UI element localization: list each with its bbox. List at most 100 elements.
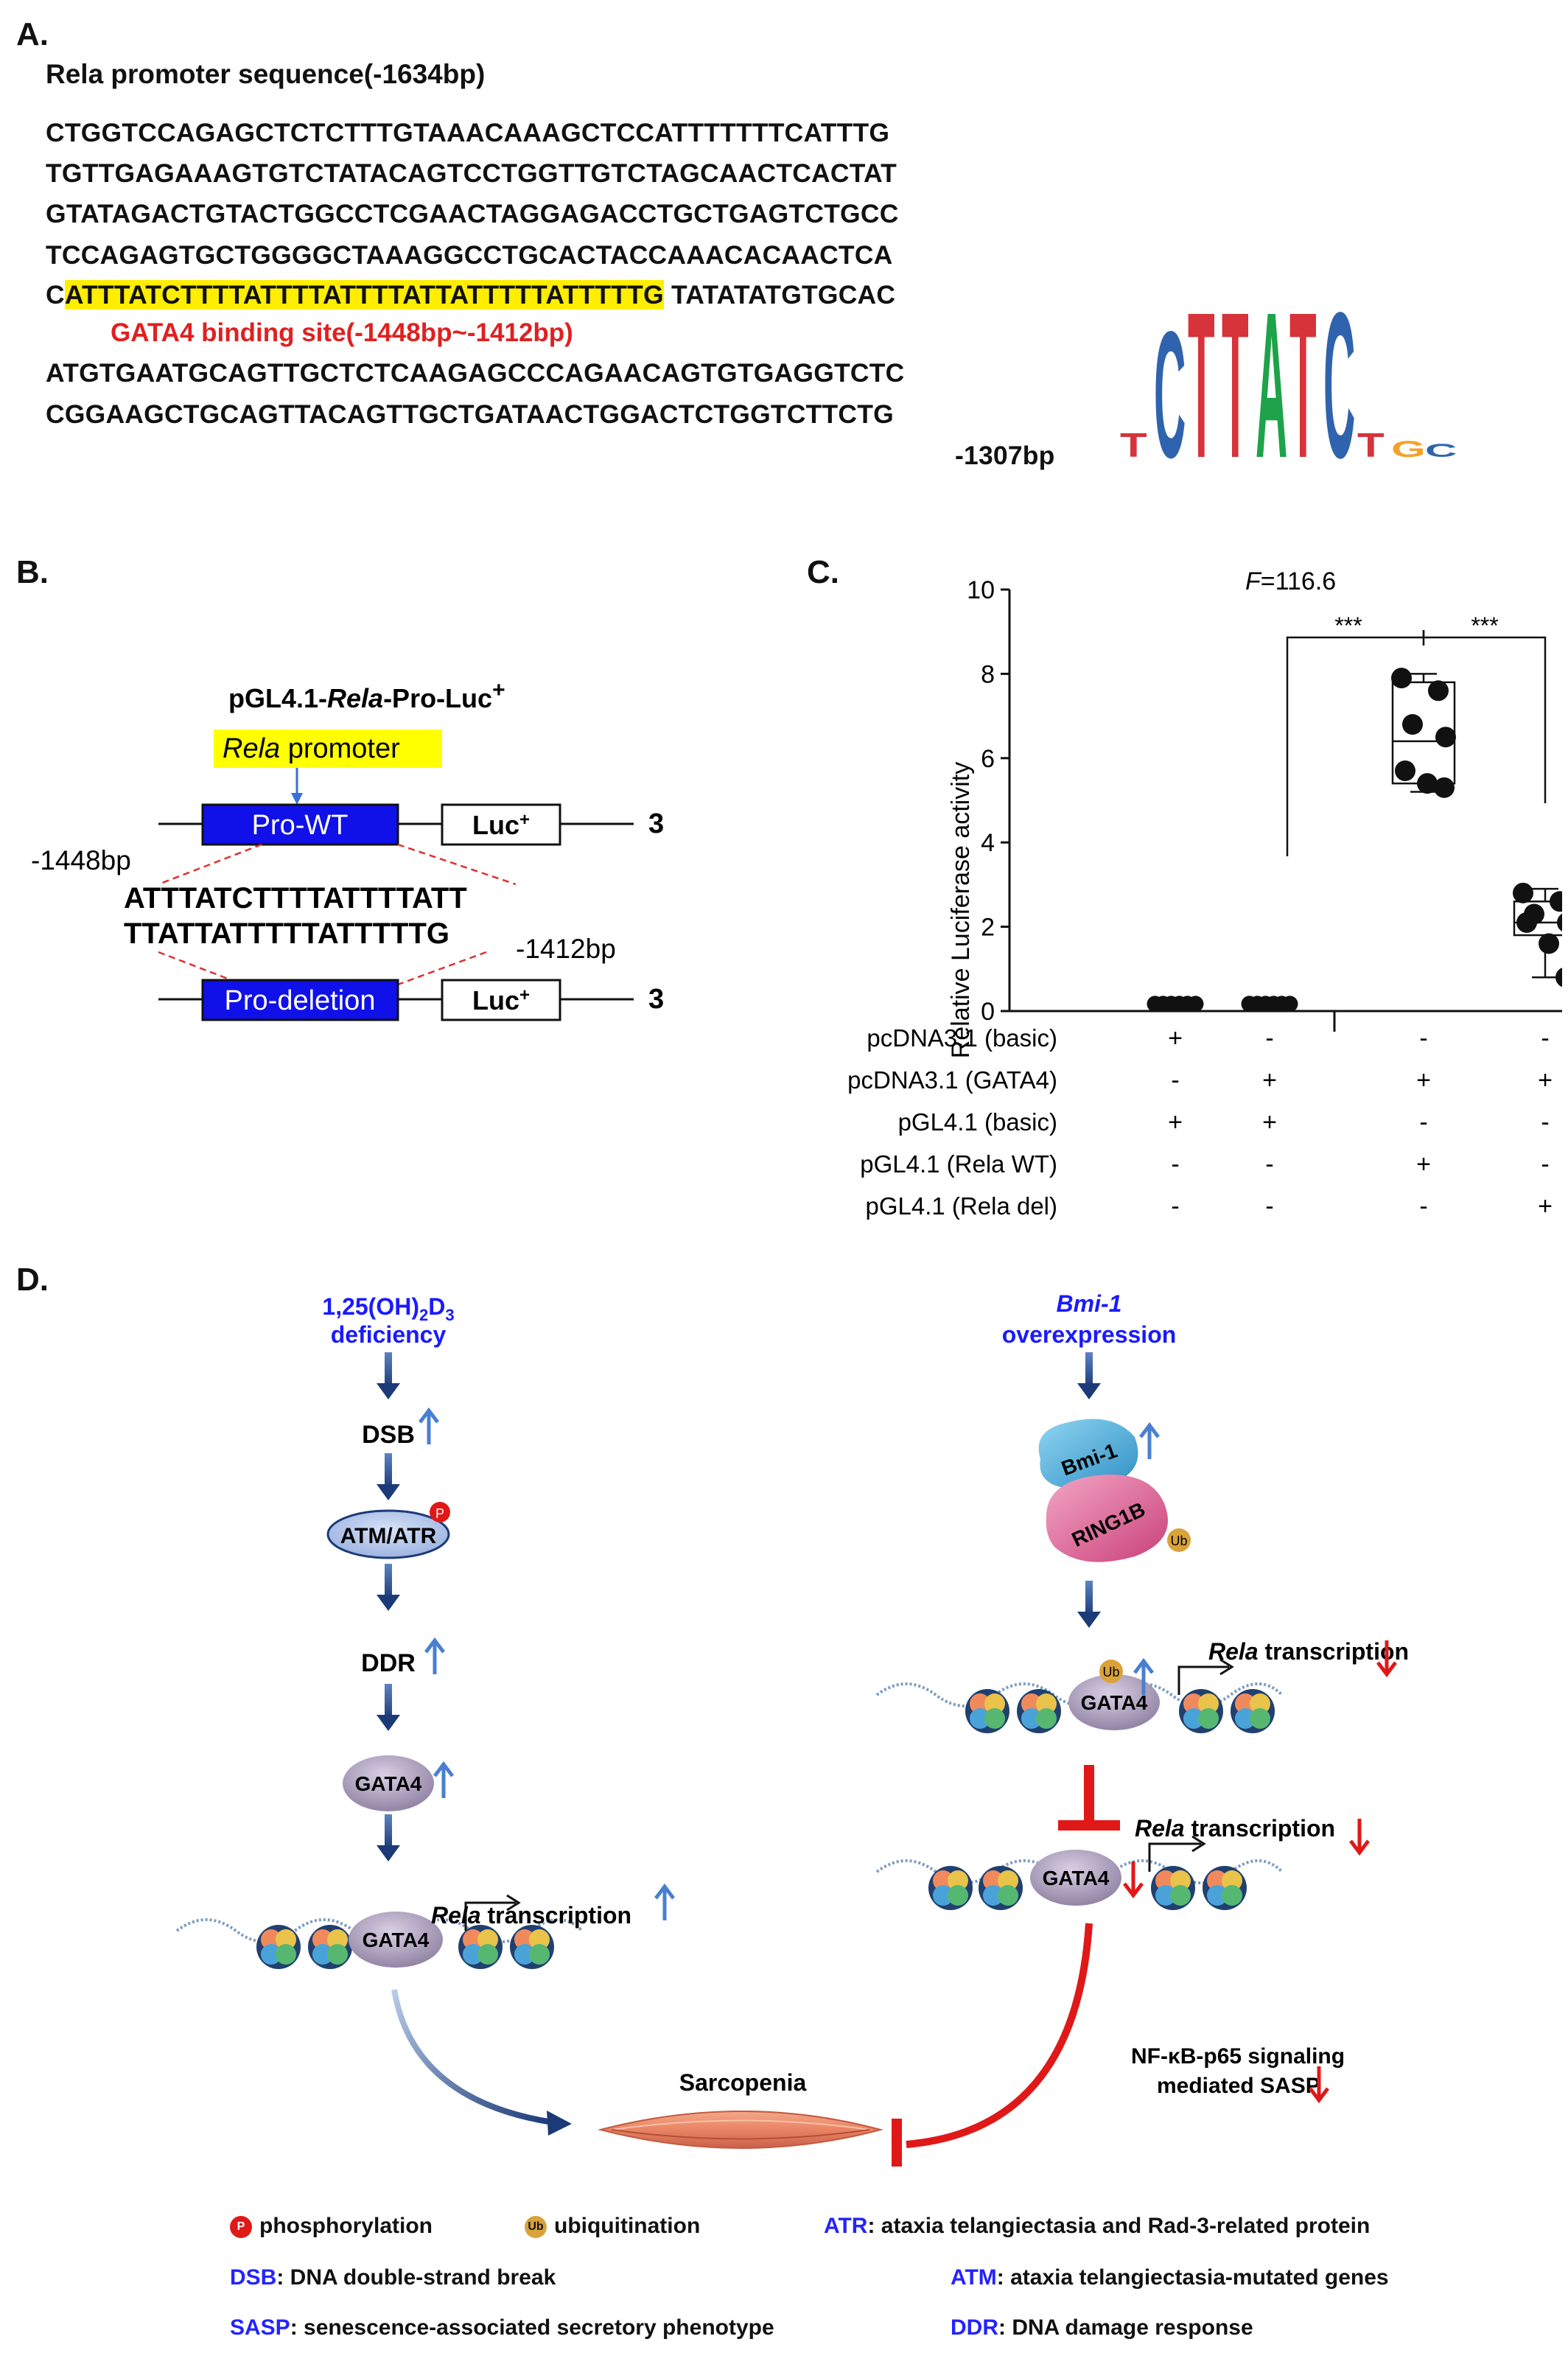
data-point <box>1557 913 1562 932</box>
condition-sign: - <box>1171 1192 1179 1220</box>
rela-transcription-left: Rela transcription <box>431 1902 631 1929</box>
sig-wt-vs-del: *** <box>1471 612 1498 639</box>
condition-sign: - <box>1265 1150 1273 1178</box>
construct-title: pGL4.1-Rela-Pro-Luc+ <box>228 678 505 713</box>
logo-letter-t: T <box>1289 284 1317 475</box>
row-label-4: pGL4.1 (Rela WT) <box>860 1150 1057 1178</box>
seq-line-1: CTGGTCCAGAGCTCTCTTTGTAAACAAAGCTCCATTTTTT… <box>46 118 890 147</box>
dsb-up-arrow <box>420 1410 438 1444</box>
panel-a-letter: A. <box>16 16 49 52</box>
to-sarcopenia-arrow <box>547 2111 572 2136</box>
nfkb-label-2: mediated SASP <box>1157 2074 1320 2098</box>
gata4-chromatin-right-1 <box>1068 1674 1160 1730</box>
promoter-label: Rela promoter <box>223 733 400 764</box>
ring1b-protein <box>1046 1475 1168 1562</box>
panel-b-letter: B. <box>16 554 49 590</box>
atm-atr-node <box>326 1509 450 1559</box>
data-point <box>1428 680 1449 702</box>
data-point <box>1391 668 1412 689</box>
logo-letter-a: A <box>1256 284 1287 475</box>
condition-sign: - <box>1541 1108 1549 1136</box>
svg-text:GATA4: GATA4 <box>355 1772 422 1795</box>
svg-text:GATA4: GATA4 <box>1081 1691 1148 1714</box>
gata4-node-left <box>343 1755 434 1811</box>
legend-atr: ATR: ataxia telangiectasia and Rad-3-rel… <box>824 2214 1371 2238</box>
overexpression-label: overexpression <box>1002 1321 1177 1348</box>
row-label-1: pcDNA3.1 (basic) <box>867 1024 1057 1052</box>
seq-end-label: -1307bp <box>955 441 1055 470</box>
data-point <box>1550 891 1562 912</box>
legend-ddr: DDR: DNA damage response <box>951 2315 1253 2340</box>
logo-letter-t: T <box>1120 426 1147 464</box>
pro-wt-box <box>201 803 399 846</box>
nfkb-label-1: NF-κB-p65 signaling <box>1131 2044 1345 2069</box>
bmi1-up-arrow <box>1141 1425 1158 1459</box>
svg-text:P: P <box>435 1506 444 1521</box>
deleted-seq-2: TTATTATTTTTATTTTTG <box>124 917 449 950</box>
data-point <box>1516 912 1537 933</box>
vitd-deficiency-label: 1,25(OH)2D3 <box>322 1293 454 1324</box>
panel-a-title: Rela promoter sequence(-1634bp) <box>46 59 486 89</box>
y-tick-label: 10 <box>967 576 995 604</box>
luc-label-wt: Luc+ <box>472 810 530 840</box>
promoter-label-bg <box>214 730 442 768</box>
condition-sign: + <box>1262 1108 1277 1136</box>
svg-text:GATA4: GATA4 <box>1043 1867 1110 1889</box>
rela-transcription-right-1: Rela transcription <box>1208 1638 1409 1665</box>
phospho-legend-icon: P <box>230 2216 252 2239</box>
condition-sign: + <box>1538 1066 1553 1094</box>
row-label-3: pGL4.1 (basic) <box>898 1108 1057 1136</box>
atm-atr-label: ATM/ATR <box>340 1524 437 1548</box>
logo-letter-c: C <box>1323 284 1355 475</box>
mechanism-diagram: 1,25(OH)2D3 deficiency DSB ATM/ATR P DDR… <box>175 1290 1409 2167</box>
sig-wt-vs-basic: *** <box>1334 612 1362 639</box>
pro-deletion-label: Pro-deletion <box>225 985 376 1016</box>
data-point <box>1395 760 1415 781</box>
rela-up-arrow <box>656 1887 673 1920</box>
condition-sign: + <box>1168 1108 1183 1136</box>
panel-d-letter: D. <box>16 1262 49 1298</box>
pro-wt-label: Pro-WT <box>252 810 349 841</box>
logo-letter-c: C <box>1425 440 1457 461</box>
condition-sign: + <box>1416 1150 1431 1178</box>
sarcopenia-label: Sarcopenia <box>679 2069 807 2096</box>
legend-dsb: DSB: DNA double-strand break <box>230 2265 556 2290</box>
inhibition-bar <box>1058 1820 1120 1831</box>
construct-diagram: pGL4.1-Rela-Pro-Luc+ Rela promoter Pro-W… <box>31 678 663 1021</box>
y-axis-label: Relative Luciferase activity <box>947 762 975 1059</box>
seq-line-5-prefix: C <box>46 280 65 310</box>
row-label-2: pcDNA3.1 (GATA4) <box>847 1066 1057 1094</box>
gata4-up-arrow <box>435 1764 452 1798</box>
condition-sign: - <box>1171 1150 1179 1178</box>
binding-site-label: GATA4 binding site(-1448bp~-1412bp) <box>111 318 573 347</box>
logo-letter-t: T <box>1357 426 1385 464</box>
luc-box-wt <box>441 803 561 846</box>
deleted-seq-1: ATTTATCTTTTATTTTATT <box>124 882 467 915</box>
svg-text:Ub: Ub <box>1170 1534 1187 1548</box>
y-tick-label: 8 <box>981 660 995 688</box>
data-point <box>1435 727 1456 748</box>
luc-box-del <box>441 979 561 1021</box>
data-point <box>1417 773 1438 794</box>
condition-sign: + <box>1538 1192 1553 1220</box>
seq-line-5: CATTTATCTTTTATTTTATTTTATTATTTTTATTTTTG T… <box>46 280 895 310</box>
pro-deletion-box <box>201 979 399 1021</box>
gata4-binding-highlight: ATTTATCTTTTATTTTATTTTATTATTTTTATTTTTG <box>64 280 664 310</box>
data-point <box>1434 777 1455 798</box>
legend-atm: ATM: ataxia telangiectasia-mutated genes <box>951 2265 1389 2290</box>
condition-sign: - <box>1419 1108 1427 1136</box>
start-bp-label: -1448bp <box>31 845 131 875</box>
data-point <box>1187 996 1204 1013</box>
ub-legend-icon: Ub <box>525 2216 547 2239</box>
gata4-chromatin-left <box>349 1912 443 1968</box>
data-point <box>1281 996 1298 1013</box>
data-point <box>1555 968 1562 987</box>
seq-line-6: ATGTGAATGCAGTTGCTCTCAAGAGCCCAGAACAGTGTGA… <box>46 358 905 388</box>
logo-letter-t: T <box>1188 284 1215 475</box>
svg-text:Ub: Ub <box>1102 1665 1119 1679</box>
data-point <box>1539 933 1559 954</box>
y-tick-label: 6 <box>981 745 995 773</box>
condition-sign: - <box>1265 1192 1273 1220</box>
